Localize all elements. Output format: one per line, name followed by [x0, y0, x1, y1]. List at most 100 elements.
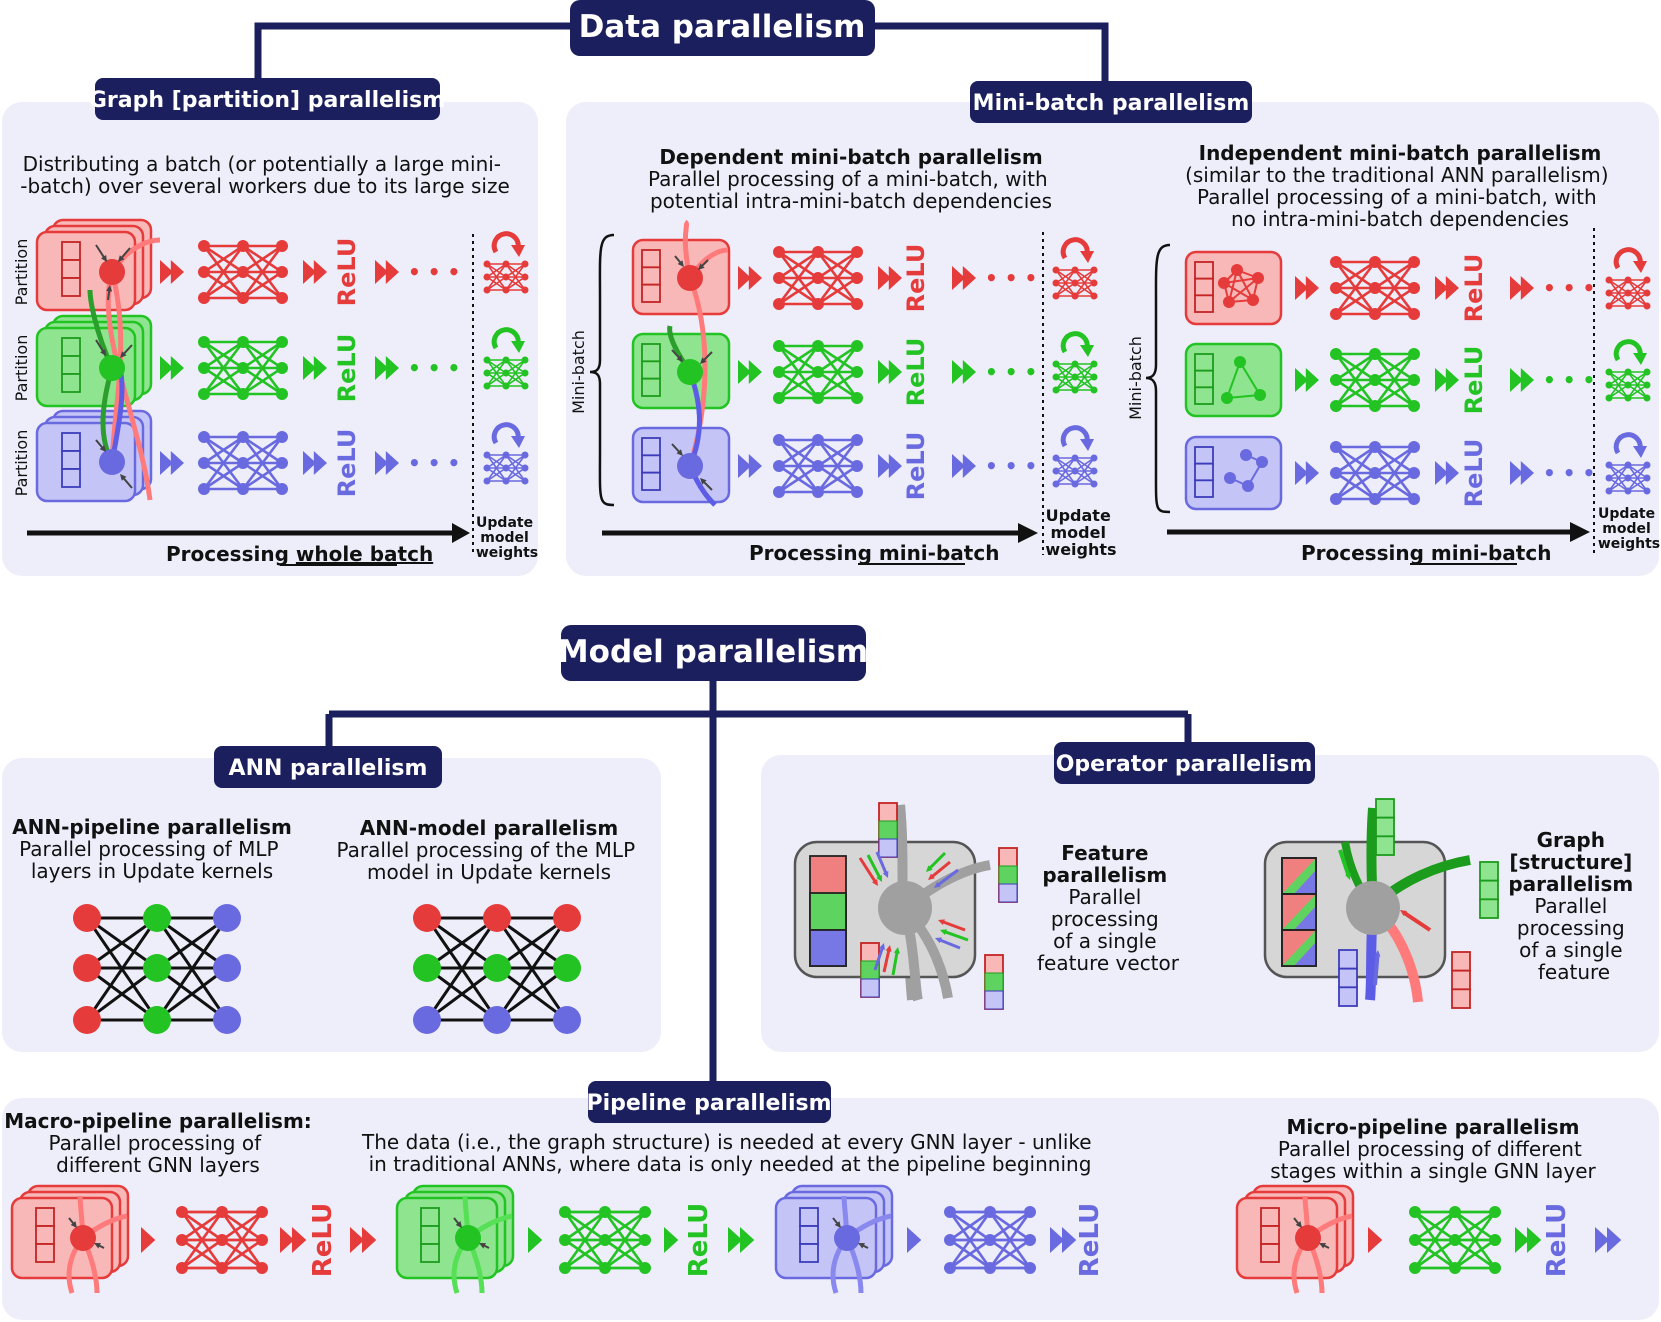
double-arrow-icon [888, 266, 902, 290]
relu-label: ReLU [333, 334, 361, 403]
feature-vector [1375, 798, 1395, 856]
edge-arrow [891, 947, 900, 976]
feature-vector [641, 249, 661, 303]
axis-emphasis: mini-batch [879, 541, 1000, 565]
edge-arrow [935, 937, 961, 950]
arrow-icon [907, 1227, 922, 1253]
desc-line: Parallel processing of [48, 1131, 262, 1155]
edge-arrow [1319, 1243, 1330, 1249]
edge-arrow [674, 255, 684, 267]
refresh-icon [1060, 237, 1094, 263]
double-arrow-icon [888, 360, 902, 384]
ann-pipeline-network [73, 904, 241, 1034]
feature-vector [61, 337, 81, 393]
edge-arrow [858, 857, 878, 886]
double-arrow-icon [748, 454, 762, 478]
edge-arrow [120, 344, 133, 358]
macro-pipeline-title: Macro-pipeline parallelism: [4, 1109, 312, 1133]
graph-partition-title: Graph [partition] parallelism [89, 88, 445, 113]
double-arrow-icon [878, 360, 892, 384]
data-parallelism-title: Data parallelism [579, 9, 866, 45]
edge-arrow [1400, 910, 1432, 932]
refresh-icon [1613, 339, 1647, 365]
arrow-icon [1050, 1227, 1065, 1253]
double-arrow-icon [1295, 276, 1309, 300]
arrow-icon [350, 1227, 365, 1253]
edge-arrow [671, 349, 683, 362]
operator-parallelism-pill [1054, 742, 1315, 784]
neuron [73, 1006, 101, 1034]
mlp-small-icon [483, 260, 529, 294]
partition-label: Partition [12, 335, 31, 402]
double-arrow-icon [1305, 461, 1319, 485]
feature-vector [1194, 261, 1214, 313]
double-arrow-icon [878, 266, 892, 290]
mlp-icon [198, 336, 288, 400]
graph-node [677, 453, 703, 479]
double-arrow-icon [952, 454, 966, 478]
mlp-small-icon [483, 451, 529, 485]
update-weights-label-1: Update model weights [476, 515, 538, 561]
feature-segment [860, 978, 880, 998]
desc-line: -batch) over several workers due to its … [20, 174, 510, 198]
partition-label: Partition [12, 239, 31, 306]
arrow-icon [1515, 1227, 1530, 1253]
ellipsis: • • • [1543, 461, 1595, 485]
feature-segment [998, 865, 1018, 885]
feature-segment [809, 892, 847, 931]
desc-line: of a single [1519, 938, 1622, 962]
processing-whole-batch-label: Processing whole batch [166, 542, 433, 566]
double-arrow-icon [375, 260, 389, 284]
relu-label: ReLU [1075, 1203, 1105, 1277]
arrow-icon [664, 1227, 679, 1253]
partition-card [35, 218, 153, 312]
feature-vector [641, 343, 661, 397]
independent-title: Independent mini-batch parallelism [1199, 141, 1602, 165]
double-arrow-icon [1510, 368, 1524, 392]
desc-line: Parallel [1534, 894, 1607, 918]
double-arrow-icon [385, 260, 399, 284]
double-arrow-icon [303, 260, 317, 284]
ellipsis: • • • [408, 356, 460, 380]
ann-pipeline-desc: Parallel processing of MLP layers in Upd… [19, 837, 285, 883]
feature-vector [1338, 949, 1358, 1007]
desc-line: Parallel processing of a mini-batch, wit… [1197, 185, 1597, 209]
graph-node [99, 355, 125, 381]
dependent-title: Dependent mini-batch parallelism [659, 145, 1042, 169]
neuron [553, 1006, 581, 1034]
refresh-icon [1060, 331, 1094, 357]
double-arrow-icon [1510, 461, 1524, 485]
mlp-small-icon [1605, 461, 1651, 495]
arrow-icon [728, 1227, 743, 1253]
double-arrow-icon [1445, 461, 1459, 485]
neuron [413, 954, 441, 982]
feature-segment [878, 820, 898, 840]
mlp-icon [559, 1206, 651, 1274]
graph-partition-desc: Distributing a batch (or potentially a l… [20, 152, 510, 198]
edge-arrow [866, 854, 882, 882]
graph-node [1346, 881, 1400, 935]
neuron [213, 954, 241, 982]
graph-node [70, 1225, 96, 1251]
double-arrow-icon [1435, 276, 1449, 300]
edge-arrow [934, 868, 959, 888]
desc-line: stages within a single GNN layer [1270, 1159, 1596, 1183]
desc-line: feature [1538, 960, 1610, 984]
feature-segment [998, 883, 1018, 903]
relu-label: ReLU [1460, 439, 1488, 508]
processing-mini-batch-label-1: Processing mini-batch [749, 541, 999, 565]
edge-arrow [95, 244, 107, 262]
ellipsis: • • • [985, 454, 1037, 478]
mlp-small-icon [1605, 368, 1651, 402]
mlp-icon [198, 431, 288, 495]
brace [1145, 243, 1171, 514]
operator-parallelism-title: Operator parallelism [1056, 752, 1313, 777]
update-line: weights [476, 545, 538, 561]
double-arrow-icon [1305, 276, 1319, 300]
edge-arrow [479, 1243, 490, 1249]
desc-line: model in Update kernels [367, 860, 611, 884]
neuron [553, 954, 581, 982]
neuron [213, 904, 241, 932]
axis-prefix: Processing [166, 542, 296, 566]
ellipsis: • • • [408, 260, 460, 284]
